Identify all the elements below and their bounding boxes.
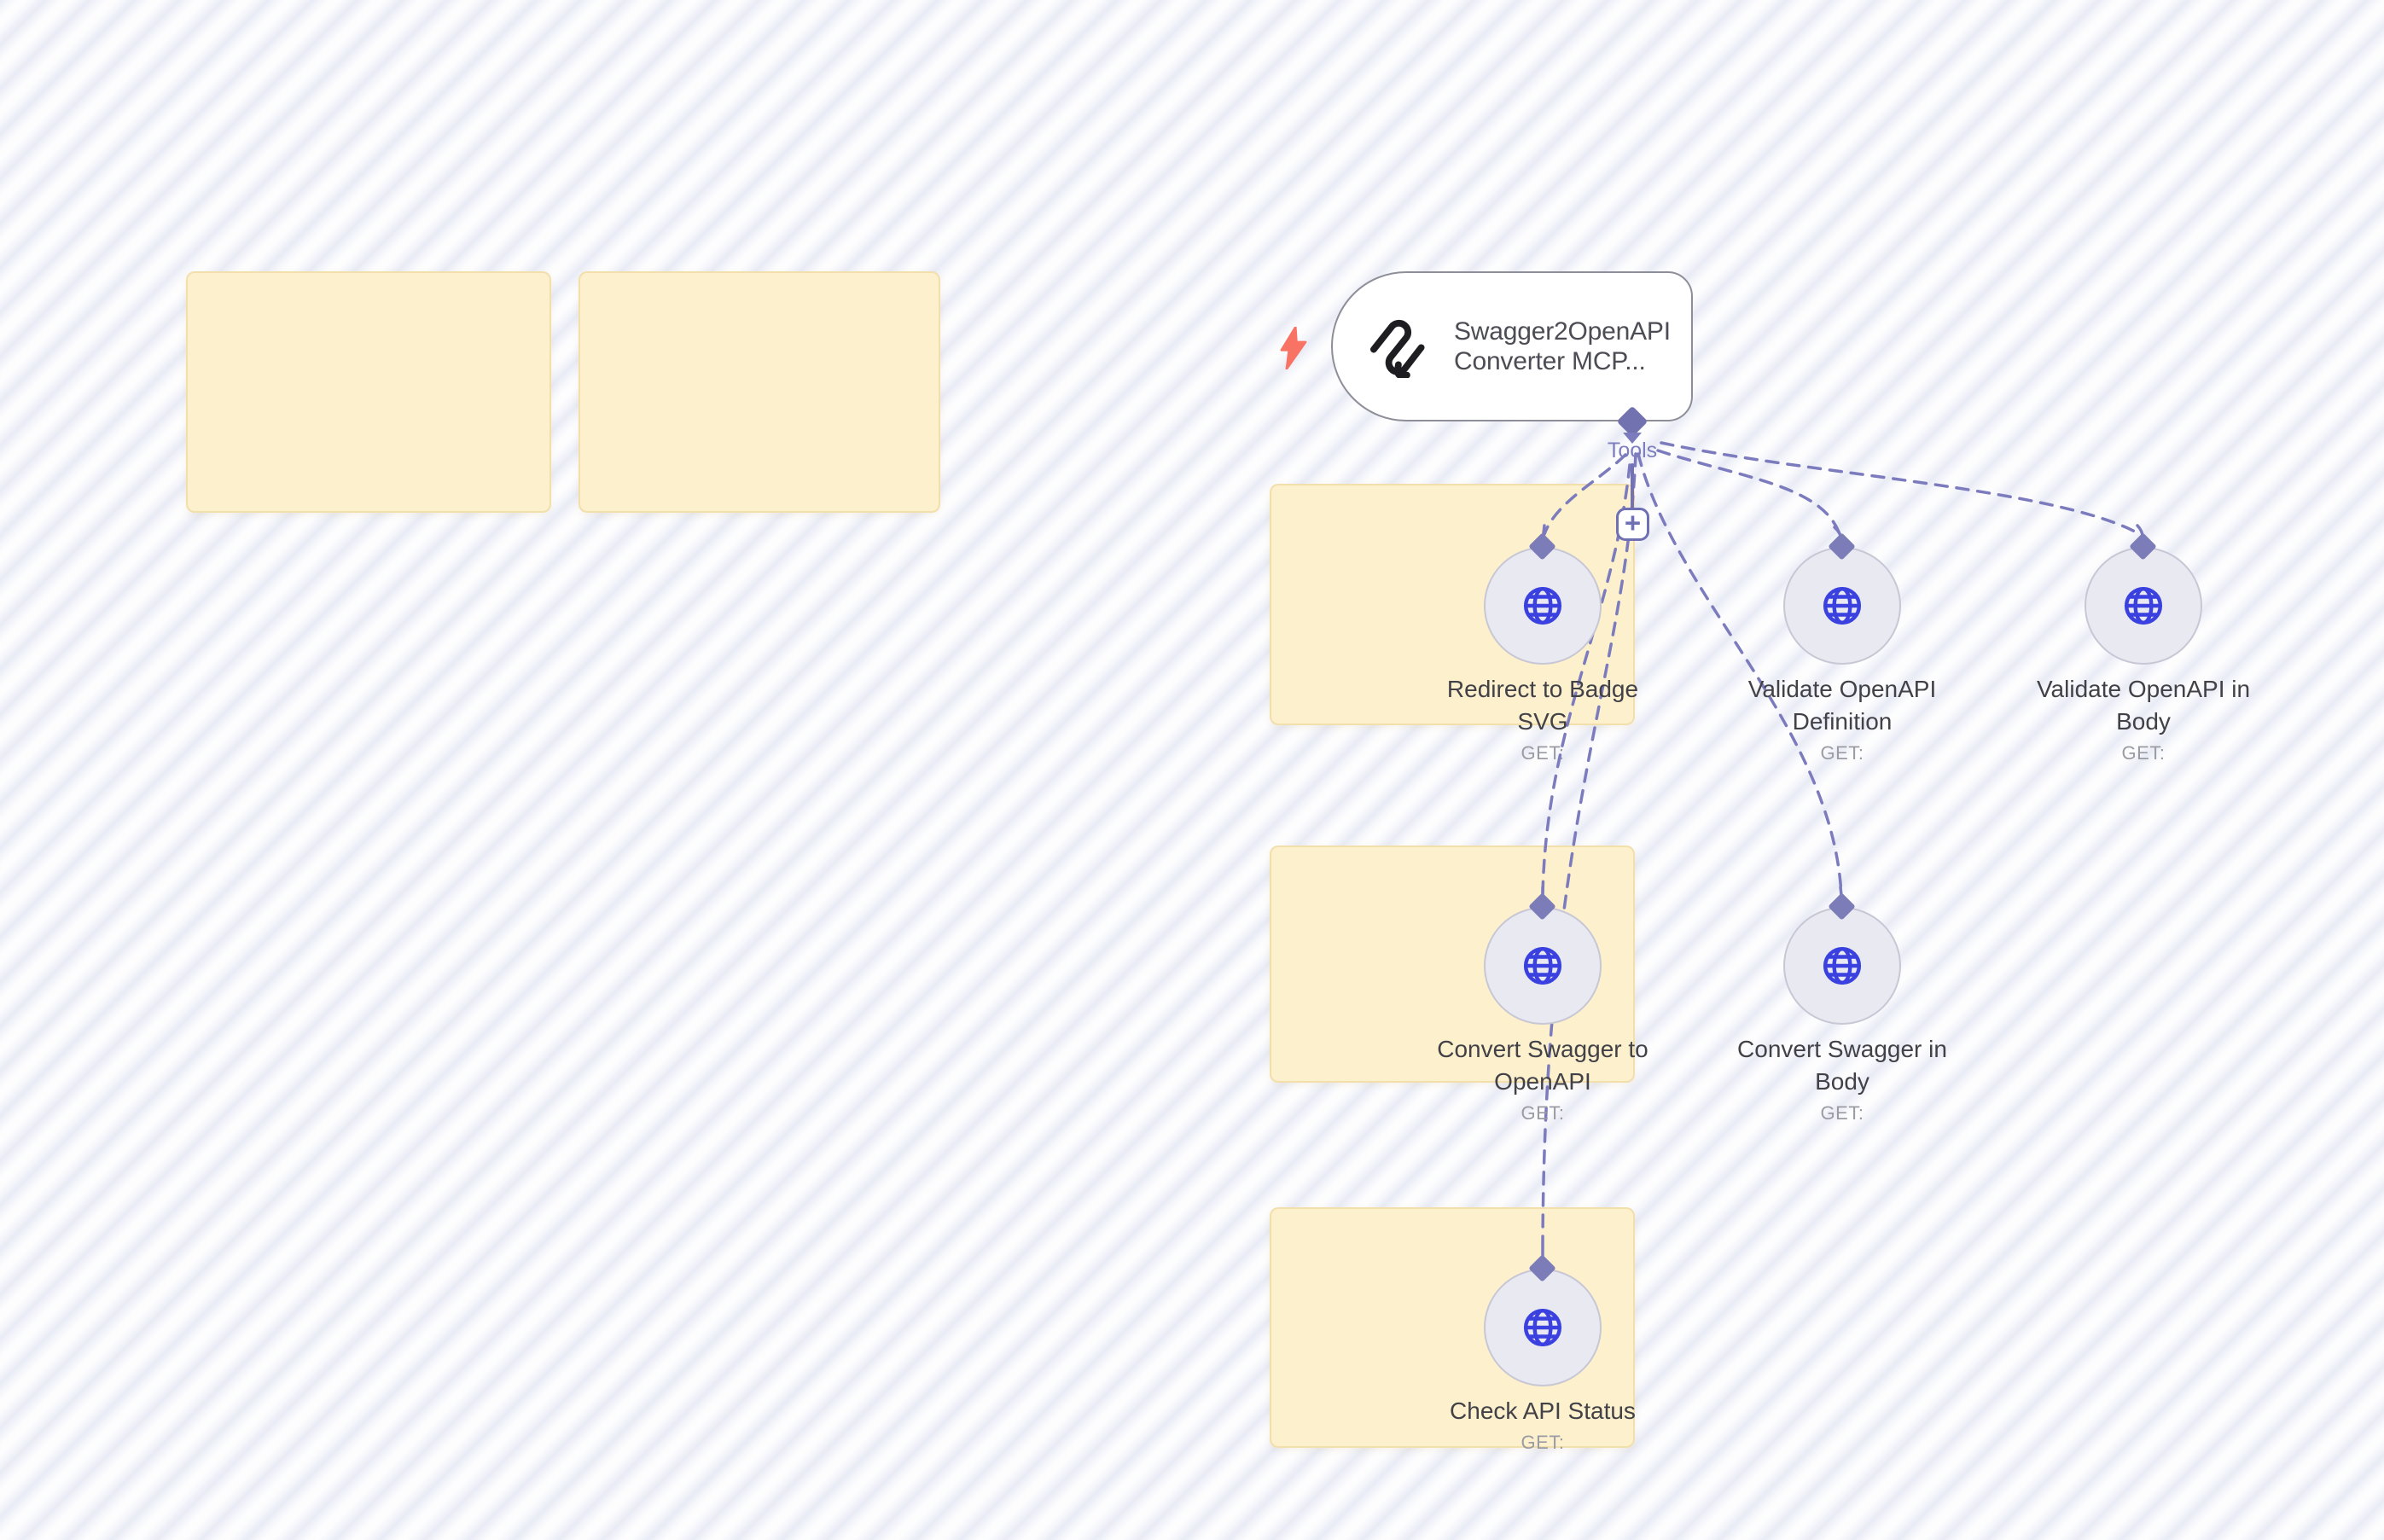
tools-port-label: Tools (1607, 439, 1658, 462)
tool-node-convert-swagger-to-openapi[interactable]: Convert Swagger to OpenAPI GET: (1415, 892, 1671, 1124)
sticky-note-2[interactable] (579, 271, 940, 513)
lightning-bolt-icon (1280, 325, 1307, 374)
tool-node-label: Validate OpenAPI in Body (2036, 676, 2251, 735)
globe-icon (2124, 586, 2163, 625)
tool-node-label: Redirect to Badge SVG (1446, 676, 1639, 735)
tool-node-circle[interactable] (1783, 547, 1901, 665)
edge-tools-to-convert-body (1637, 452, 1843, 897)
edge-tools-to-convert-openapi (1541, 463, 1631, 897)
sticky-note-1[interactable] (186, 271, 551, 513)
globe-icon (1523, 1308, 1562, 1347)
add-tool-button[interactable]: + (1616, 508, 1649, 541)
tool-node-circle[interactable] (1484, 1269, 1602, 1386)
tool-node-method: GET: (1820, 742, 1864, 764)
tool-node-method: GET: (1820, 1102, 1864, 1124)
edge-tools-to-validate-body (1660, 441, 2138, 534)
tool-node-convert-swagger-in-body[interactable]: Convert Swagger in Body GET: (1714, 892, 1970, 1124)
tool-node-label: Convert Swagger in Body (1737, 1036, 1947, 1095)
tool-node-method: GET: (1521, 1432, 1565, 1453)
tool-node-label: Validate OpenAPI Definition (1747, 676, 1937, 735)
tool-node-redirect-badge-svg[interactable]: Redirect to Badge SVG GET: (1415, 532, 1671, 764)
globe-icon (1823, 946, 1862, 985)
globe-icon (1823, 586, 1862, 625)
node-title: Swagger2OpenAPI Converter MCP... (1454, 317, 1671, 375)
tool-node-circle[interactable] (1484, 907, 1602, 1025)
arrow-down-icon (1623, 433, 1642, 444)
tool-node-circle[interactable] (1783, 907, 1901, 1025)
tool-node-validate-openapi-in-body[interactable]: Validate OpenAPI in Body GET: (2015, 532, 2271, 764)
edge-tools-to-redirect-badge (1543, 453, 1627, 536)
tool-node-method: GET: (2121, 742, 2166, 764)
tool-node-circle[interactable] (1484, 547, 1602, 665)
tools-port-line (1631, 463, 1634, 509)
tool-node-label: Convert Swagger to OpenAPI (1437, 1036, 1648, 1095)
mcp-squiggle-icon (1369, 311, 1430, 382)
edge-tools-to-validate-definition (1656, 449, 1841, 536)
tool-node-method: GET: (1521, 742, 1565, 764)
edge-tools-to-check-status (1541, 452, 1637, 1258)
mcp-trigger-node[interactable]: Swagger2OpenAPI Converter MCP... (1331, 271, 1693, 421)
tool-node-label: Check API Status (1450, 1398, 1636, 1424)
tool-node-validate-openapi-definition[interactable]: Validate OpenAPI Definition GET: (1714, 532, 1970, 764)
tool-node-method: GET: (1521, 1102, 1565, 1124)
tool-node-check-api-status[interactable]: Check API Status GET: (1415, 1254, 1671, 1454)
globe-icon (1523, 946, 1562, 985)
globe-icon (1523, 586, 1562, 625)
tool-node-circle[interactable] (2085, 547, 2202, 665)
